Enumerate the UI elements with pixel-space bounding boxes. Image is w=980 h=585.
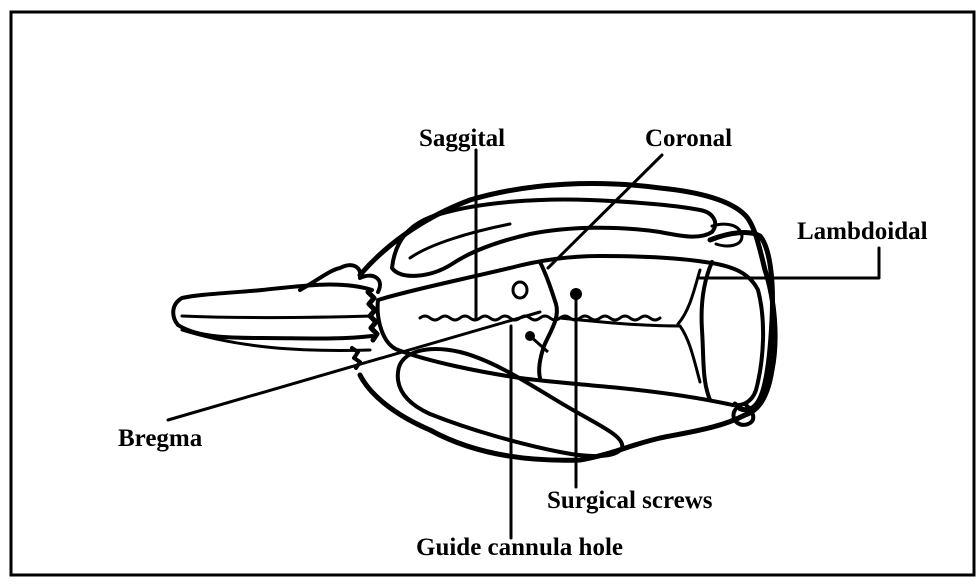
label-surgical-screws: Surgical screws	[547, 488, 713, 513]
label-bregma: Bregma	[118, 426, 202, 451]
surgical-screw-1	[570, 288, 582, 300]
figure-frame	[11, 12, 974, 575]
parietal-upper-suture	[678, 270, 700, 324]
lambdoidal-leader	[700, 248, 879, 278]
interparietal-suture	[560, 318, 700, 382]
guide-cannula-hole-mark	[513, 282, 527, 298]
label-lambdoidal: Lambdoidal	[797, 219, 928, 244]
snout-lower	[182, 330, 370, 350]
frontonasal-suture	[368, 292, 377, 340]
bregma-leader	[168, 312, 540, 420]
coronal-leader	[548, 155, 662, 268]
label-coronal: Coronal	[645, 126, 732, 151]
upper-arch-inner	[410, 224, 510, 258]
label-saggital: Saggital	[419, 126, 505, 151]
sagittal-suture	[420, 316, 660, 320]
label-guide-cannula-hole: Guide cannula hole	[416, 535, 623, 560]
snout-outline	[173, 285, 372, 339]
lambdoid-suture	[702, 262, 712, 400]
nasal-midline	[182, 316, 372, 318]
